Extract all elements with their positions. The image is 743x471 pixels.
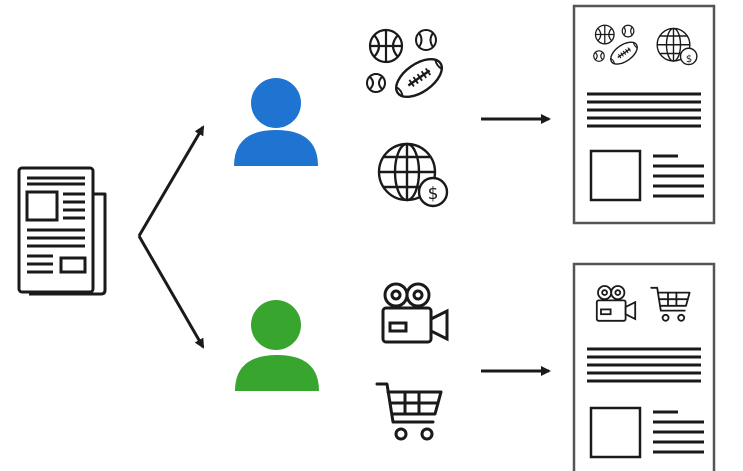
user-icon-top: [234, 78, 318, 166]
user-icon-bottom: [235, 300, 319, 391]
personalized-page-bottom: [572, 262, 716, 471]
image-placeholder: [589, 406, 642, 459]
arrow-to-user-bottom: [137, 235, 205, 349]
shopping-cart-icon: [375, 382, 443, 441]
dollar-sign: $: [686, 54, 692, 65]
newspaper-icon: [17, 166, 107, 296]
caption-lines: [653, 154, 704, 198]
branch-connector: [137, 125, 205, 349]
arrow-to-user-top: [137, 125, 205, 237]
dollar-sign: $: [428, 184, 439, 204]
sports-balls-icon: [365, 28, 450, 106]
globe-dollar-icon: $: [377, 142, 449, 208]
movie-camera-icon: [381, 282, 449, 344]
caption-lines: [653, 410, 704, 454]
personalized-page-top: $: [572, 4, 716, 225]
globe-dollar-icon: $: [656, 27, 698, 66]
image-placeholder: [589, 149, 642, 202]
